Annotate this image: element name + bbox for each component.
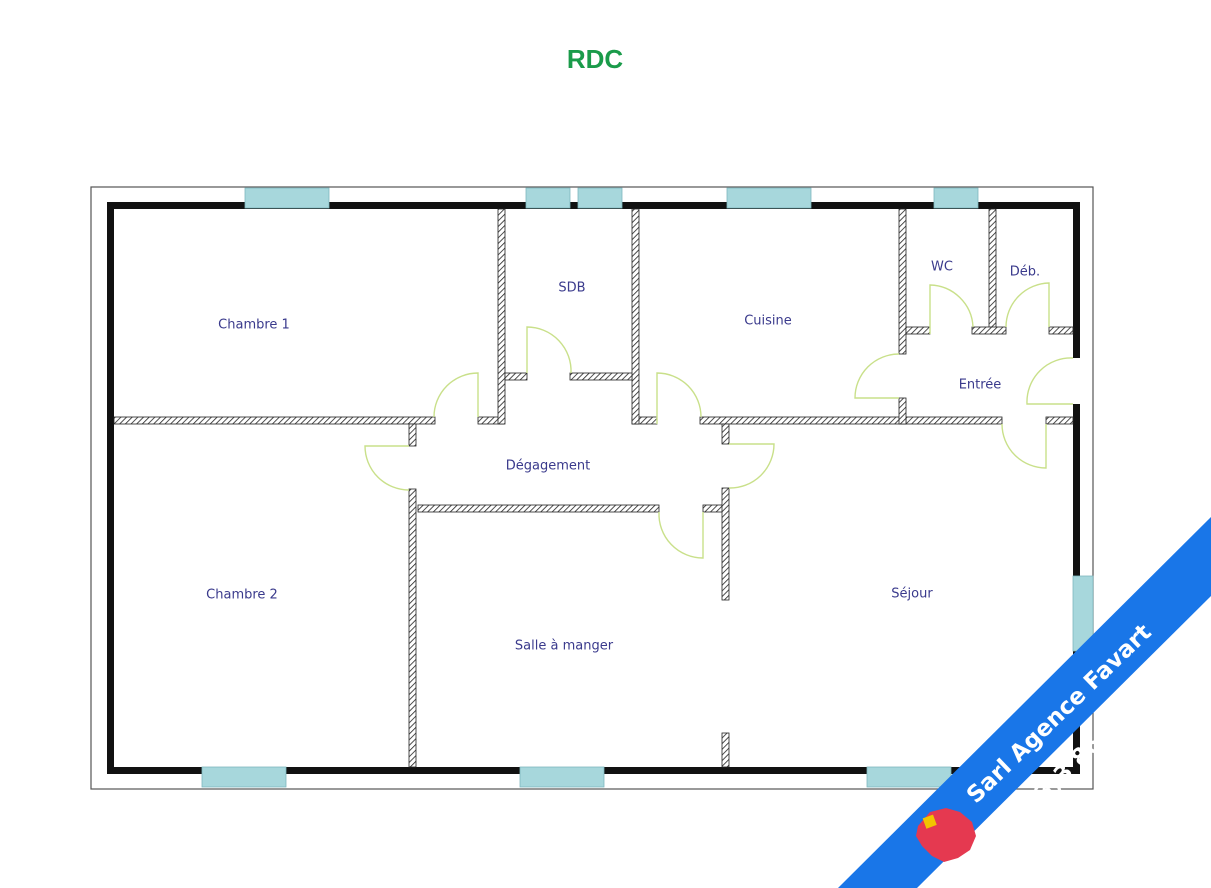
door-entree [854,353,900,399]
room-label-cuisine: Cuisine [744,313,792,329]
door-deb [1005,282,1050,328]
window [726,187,812,209]
door-chambre2 [364,445,410,491]
door-swings [364,282,1074,559]
window [933,187,979,209]
room-label-chambre2: Chambre 2 [206,587,278,603]
door-wc [929,284,974,334]
exterior-walls [107,202,1080,774]
window [577,187,623,209]
room-label-deb: Déb. [1009,264,1041,280]
window [525,187,571,209]
door-sejour [728,443,775,489]
exterior-outline [90,186,1094,790]
room-label-sejour: Séjour [891,586,933,602]
window [1072,575,1094,652]
room-label-degagement: Dégagement [505,458,591,474]
window [866,766,952,788]
door-chambre1 [433,372,479,418]
door-front-inner [1001,423,1047,469]
window [201,766,287,788]
room-label-entree: Entrée [958,377,1002,393]
door-cuisine [656,372,702,424]
room-label-sdb: SDB [558,280,586,296]
window [519,766,605,788]
room-label-wc: WC [931,259,953,275]
room-label-chambre1: Chambre 1 [218,317,290,333]
page-title: RDC [566,44,624,74]
door-front [1026,357,1074,405]
interior-walls [113,208,1074,768]
room-label-salle-a-manger: Salle à manger [514,638,614,654]
door-sdb [526,326,572,374]
window [244,187,330,209]
door-salle [658,511,704,559]
windows [201,187,1094,788]
